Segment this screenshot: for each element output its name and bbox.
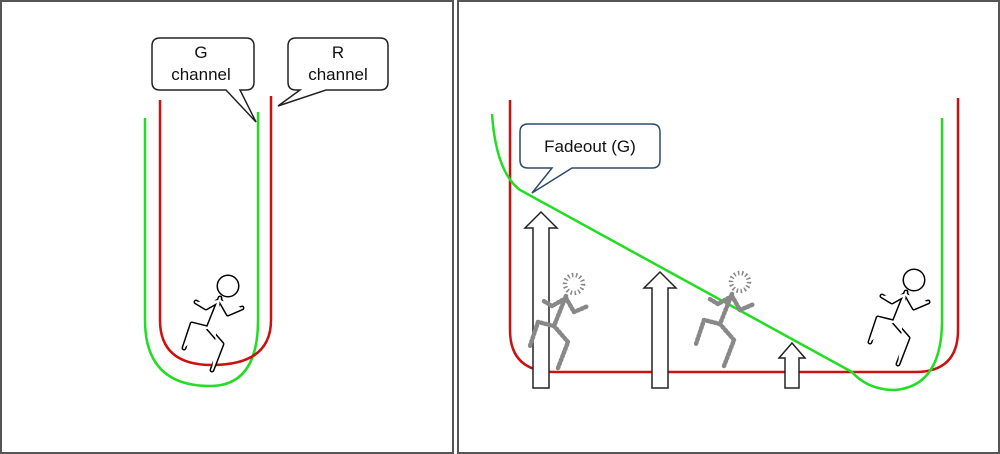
left-panel-border [0,0,454,454]
red-channel-curve-right [508,98,960,374]
callout-fadeout-text: Fadeout (G) [544,137,636,156]
green-fadeout-curve [490,113,944,392]
running-person-icon-inner [869,270,929,365]
running-person-ghost-icon [696,273,754,366]
callout-fadeout: Fadeout (G) [519,123,661,194]
arrow-up-icon [777,341,807,389]
callout-g-line1: G [194,43,207,62]
callout-r-channel: R channel [277,37,389,107]
right-panel-border [457,0,1000,454]
running-person-icon-inner [183,276,243,371]
callout-g-channel: G channel [151,37,257,123]
callout-fadeout-bubble [519,123,661,194]
callout-g-line2: channel [171,65,231,84]
left-panel: G channel R channel [0,0,454,454]
callout-r-bubble [277,37,389,107]
callout-g-bubble [151,37,257,123]
arrow-up-icon [642,270,678,389]
right-panel: Fadeout (G) [457,0,1000,454]
callout-r-line2: channel [308,65,368,84]
callout-r-line1: R [332,43,344,62]
green-channel-curve [143,112,260,388]
arrow-up-icon [523,210,559,389]
